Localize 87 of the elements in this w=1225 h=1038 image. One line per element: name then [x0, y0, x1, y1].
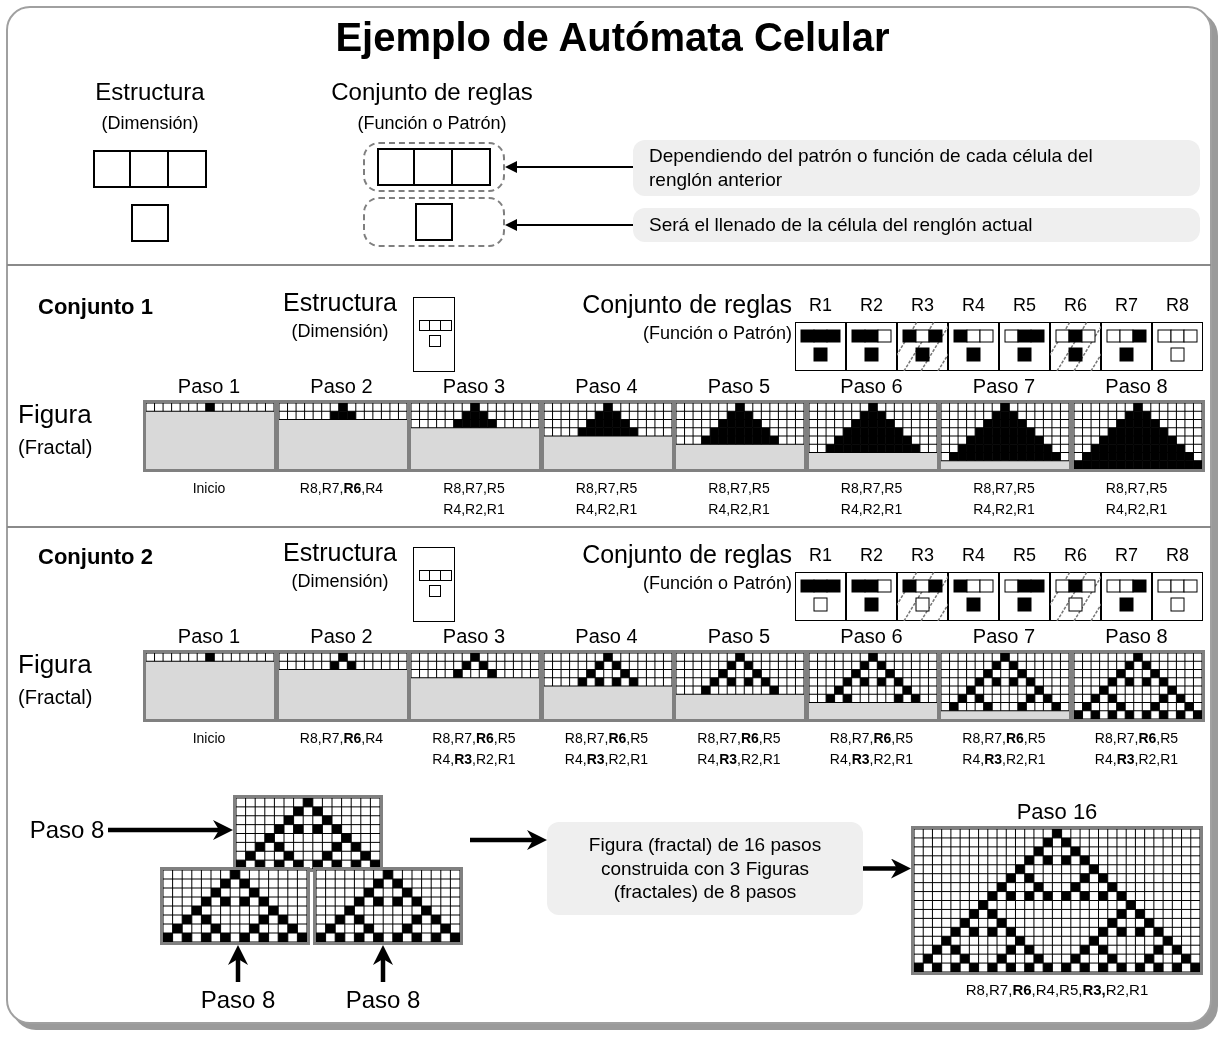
step-label: Paso 6	[839, 374, 904, 399]
step-label: Paso 7	[971, 374, 1037, 399]
callout-box: Será el llenado de la célula del renglón actual	[633, 208, 1200, 242]
automaton-grid-drawing	[233, 795, 383, 872]
rule-label: R7	[1114, 546, 1139, 564]
rule-sequence: R8,R7,R6,R4,R5,R3,R2,R1	[964, 979, 1150, 1000]
rule-sequence: Inicio	[191, 479, 227, 498]
step-label: Paso 16	[1015, 798, 1099, 826]
rule-label: R2	[859, 546, 884, 564]
arrow	[505, 219, 634, 231]
dashed-rule-box	[363, 197, 505, 247]
rule-label: R1	[808, 546, 833, 564]
dashed-rule-box	[363, 142, 505, 192]
automaton-grid-drawing	[313, 867, 463, 945]
figure-label: (Fractal)	[18, 435, 94, 460]
figure-label: Figura	[18, 398, 93, 431]
rule-label: R2	[859, 296, 884, 314]
rule-sequence: R8,R7,R6,R5 R4,R3,R2,R1	[961, 729, 1047, 769]
rule-label: R4	[961, 296, 986, 314]
rule-sequence: R8,R7,R5 R4,R2,R1	[707, 479, 771, 519]
step-label: Paso 3	[441, 624, 507, 649]
rule-sequence: R8,R7,R5 R4,R2,R1	[574, 479, 639, 519]
heading: Estructura	[282, 537, 398, 568]
step-label: Paso 8	[335, 982, 431, 1018]
subheading: (Función o Patrón)	[641, 322, 792, 345]
rule-label: R3	[910, 546, 935, 564]
step-label: Paso 8	[1104, 624, 1169, 649]
rule-sequence: R8,R7,R6,R5 R4,R3,R2,R1	[563, 729, 650, 769]
rule-label: R5	[1012, 546, 1037, 564]
subheading: (Dimensión)	[290, 320, 390, 343]
arrow	[373, 945, 393, 982]
rule-sequence: R8,R7,R6,R4	[298, 729, 385, 748]
section-heading: Conjunto 2	[38, 543, 154, 571]
rule-label: R6	[1063, 296, 1088, 314]
rule-label: R3	[910, 296, 935, 314]
rule-sequence: Inicio	[191, 729, 227, 748]
step-label: Paso 4	[574, 624, 639, 649]
step-label: Paso 5	[706, 624, 772, 649]
figure-label: (Fractal)	[18, 685, 94, 710]
arrow	[505, 161, 634, 173]
arrow	[863, 858, 911, 879]
rule-label: R8	[1165, 546, 1190, 564]
rule-sequence: R8,R7,R5 R4,R2,R1	[839, 479, 904, 519]
rule-label: R4	[961, 546, 986, 564]
rule-label: R8	[1165, 296, 1190, 314]
section-heading: Conjunto 1	[38, 293, 154, 321]
subheading: (Función o Patrón)	[356, 112, 508, 135]
rule-label: R7	[1114, 296, 1139, 314]
step-label: Paso 6	[839, 624, 904, 649]
arrow	[470, 830, 547, 850]
rule-sequence: R8,R7,R5 R4,R2,R1	[1104, 479, 1169, 519]
heading: Conjunto de reglas	[581, 539, 792, 570]
step-label: Paso 8	[1104, 374, 1169, 399]
subheading: (Dimensión)	[100, 112, 200, 135]
subheading: (Función o Patrón)	[641, 572, 792, 595]
rule-sequence: R8,R7,R6,R5 R4,R3,R2,R1	[696, 729, 782, 769]
step-label: Paso 5	[706, 374, 772, 399]
heading: Estructura	[282, 287, 398, 318]
heading: Conjunto de reglas	[581, 289, 792, 320]
rule-label: R1	[808, 296, 833, 314]
rule-sequence: R8,R7,R5 R4,R2,R1	[442, 479, 506, 519]
step-label: Paso 7	[971, 624, 1037, 649]
step-label: Paso 2	[309, 374, 374, 399]
callout-box: Dependiendo del patrón o función de cada célula del renglón anterior	[633, 140, 1200, 196]
rule-sequence: R8,R7,R6,R4	[298, 479, 385, 498]
heading: Conjunto de reglas	[330, 77, 534, 107]
heading: Estructura	[94, 77, 206, 107]
step-label: Paso 8	[26, 812, 108, 848]
rule-sequence: R8,R7,R6,R5 R4,R3,R2,R1	[1093, 729, 1180, 769]
arrow	[108, 820, 233, 840]
callout-box: Figura (fractal) de 16 pasos construida con 3 Figuras (fractales) de 8 pasos	[547, 822, 863, 915]
title: Ejemplo de Autómata Celular	[335, 14, 890, 61]
rule-label: R5	[1012, 296, 1037, 314]
step-label: Paso 3	[441, 374, 507, 399]
rule-label: R6	[1063, 546, 1088, 564]
rule-sequence: R8,R7,R6,R5 R4,R3,R2,R1	[828, 729, 915, 769]
step-label: Paso 8	[190, 982, 286, 1018]
subheading: (Dimensión)	[290, 570, 390, 593]
figure-label: Figura	[18, 648, 93, 681]
step-label: Paso 2	[309, 624, 374, 649]
step-label: Paso 1	[176, 624, 242, 649]
arrow	[228, 945, 248, 982]
automaton-grid-drawing	[160, 867, 310, 945]
rule-sequence: R8,R7,R6,R5 R4,R3,R2,R1	[431, 729, 517, 769]
step-label: Paso 4	[574, 374, 639, 399]
rule-sequence: R8,R7,R5 R4,R2,R1	[972, 479, 1036, 519]
step-label: Paso 1	[176, 374, 242, 399]
